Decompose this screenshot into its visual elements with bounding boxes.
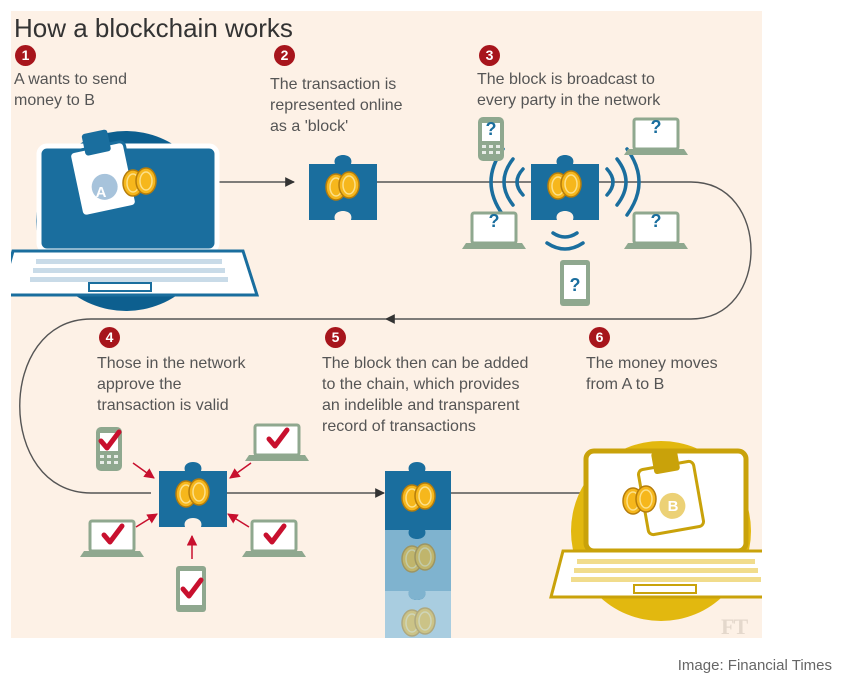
wallet-icon	[636, 448, 706, 537]
blockchain-icon	[385, 462, 451, 638]
wallet-b-label: B	[668, 498, 679, 515]
image-credit: Image: Financial Times	[677, 657, 832, 674]
unknown-party-label: ?	[570, 275, 581, 295]
wallet-icon	[68, 129, 138, 218]
sender-laptop-icon	[11, 131, 260, 311]
coin-icon	[622, 485, 657, 515]
step-3-text: The block is broadcast to every party in…	[477, 71, 661, 109]
step-6-badge: 6	[589, 327, 610, 348]
wallet-a-label: A	[96, 184, 107, 201]
infographic-panel: A B ? ? ? ? ? How a blockchain works 1 A…	[11, 11, 762, 638]
unknown-party-label: ?	[651, 211, 662, 231]
coin-icon	[401, 607, 436, 637]
step-4-badge: 4	[99, 327, 120, 348]
flow-connectors	[19, 177, 752, 498]
unknown-party-label: ?	[489, 211, 500, 231]
step-4-text: Those in the network approve the transac…	[97, 355, 246, 414]
step-5-text: The block then can be added to the chain…	[322, 355, 529, 435]
coin-icon	[175, 478, 210, 508]
step-6-text: The money moves from A to B	[586, 355, 718, 393]
step-1-text: A wants to send money to B	[14, 71, 127, 109]
coin-icon	[401, 482, 436, 512]
step-5-badge: 5	[325, 327, 346, 348]
coin-icon	[547, 170, 582, 200]
ft-watermark: FT	[721, 614, 748, 638]
unknown-party-label: ?	[651, 117, 662, 137]
page-title: How a blockchain works	[14, 13, 293, 43]
coin-icon	[122, 167, 157, 197]
step-2-text: The transaction is represented online as…	[270, 76, 403, 135]
step-2-badge: 2	[274, 45, 295, 66]
coin-icon	[325, 171, 360, 201]
diagram-artwork: A B ? ? ? ? ?	[11, 117, 762, 638]
unknown-party-label: ?	[486, 119, 497, 139]
step-3-badge: 3	[479, 45, 500, 66]
approval-arrows	[132, 462, 252, 559]
coin-icon	[401, 543, 436, 573]
step-1-badge: 1	[15, 45, 36, 66]
